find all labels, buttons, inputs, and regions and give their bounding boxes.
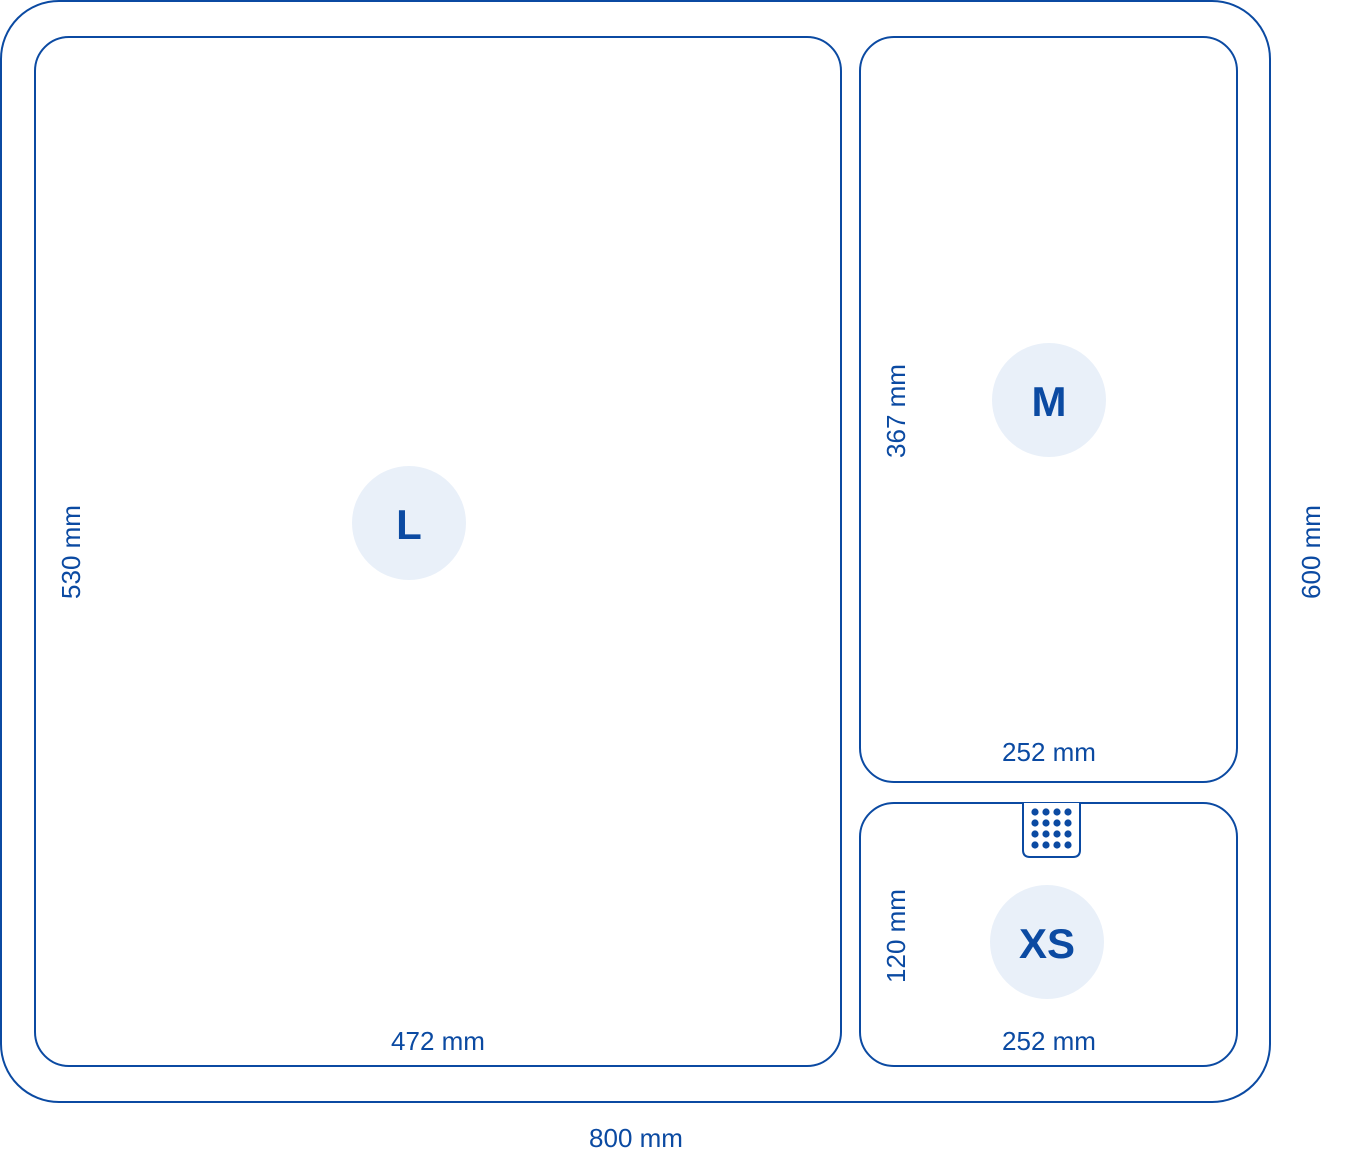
- medium-height-label: 367 mm: [881, 364, 911, 458]
- keypad-dot: [1042, 819, 1050, 827]
- keypad-dot: [1053, 819, 1061, 827]
- badge-extra-small-circle: [990, 885, 1104, 999]
- outer-width-label: 800 mm: [589, 1123, 683, 1153]
- keypad-dot: [1031, 841, 1039, 849]
- outer-frame-outline: [0, 0, 1271, 1103]
- large-width-label: 472 mm: [391, 1026, 485, 1056]
- keypad-dot: [1064, 819, 1072, 827]
- keypad-dot: [1053, 841, 1061, 849]
- outer-frame: 800 mm 600 mm: [0, 0, 1326, 1153]
- medium-width-label: 252 mm: [1002, 737, 1096, 767]
- compartment-medium-outline: [859, 36, 1238, 783]
- extra-small-height-label: 120 mm: [881, 889, 911, 983]
- keypad-dot: [1064, 830, 1072, 838]
- compartment-medium: M 252 mm 367 mm: [859, 36, 1238, 783]
- keypad-dot: [1053, 808, 1061, 816]
- compartment-large: L 472 mm 530 mm: [34, 36, 842, 1067]
- keypad-dot: [1031, 830, 1039, 838]
- badge-large-label: L: [396, 501, 422, 548]
- badge-extra-small-label: XS: [1019, 920, 1075, 967]
- compartment-extra-small: XS 252 mm 120 mm: [859, 802, 1238, 1067]
- keypad-dot: [1064, 841, 1072, 849]
- extra-small-width-label: 252 mm: [1002, 1026, 1096, 1056]
- large-height-label: 530 mm: [56, 505, 86, 599]
- keypad-dot: [1042, 808, 1050, 816]
- keypad-dot: [1031, 808, 1039, 816]
- keypad-dot: [1042, 830, 1050, 838]
- outer-height-label: 600 mm: [1296, 505, 1326, 599]
- keypad-dot: [1042, 841, 1050, 849]
- keypad-dot: [1064, 808, 1072, 816]
- badge-medium-circle: [992, 343, 1106, 457]
- keypad-dot: [1053, 830, 1061, 838]
- badge-large-circle: [352, 466, 466, 580]
- badge-medium-label: M: [1032, 378, 1067, 425]
- keypad-icon: [1022, 803, 1081, 858]
- keypad-dot: [1031, 819, 1039, 827]
- compartment-large-outline: [34, 36, 842, 1067]
